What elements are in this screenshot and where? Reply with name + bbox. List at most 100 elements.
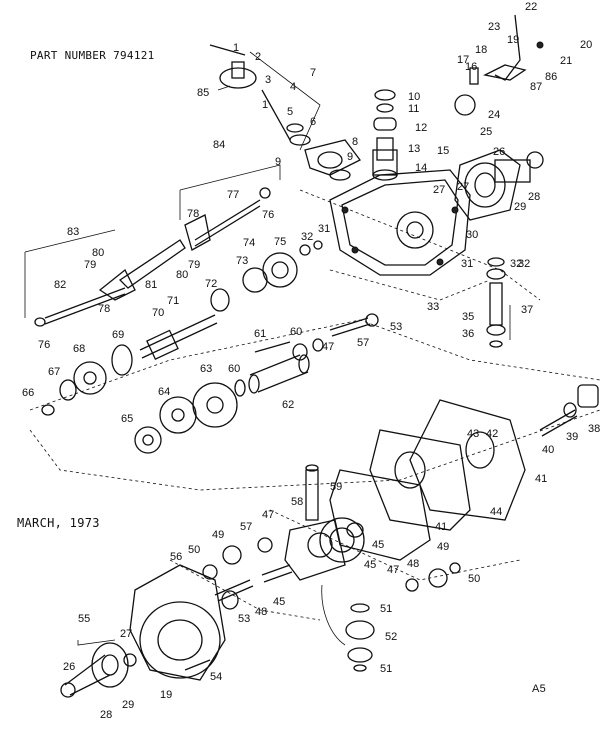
callout-47: 47 xyxy=(262,509,274,521)
callout-20: 20 xyxy=(580,39,592,51)
callout-67: 67 xyxy=(48,366,60,378)
callout-75: 75 xyxy=(274,236,286,248)
callout-77: 77 xyxy=(227,189,239,201)
callout-42: 42 xyxy=(486,428,498,440)
callout-79a: 79 xyxy=(188,259,200,271)
callout-60b: 60 xyxy=(228,363,240,375)
callout-64: 64 xyxy=(158,386,170,398)
callout-59: 59 xyxy=(330,481,342,493)
callout-15: 15 xyxy=(437,145,449,157)
callout-9: 9 xyxy=(347,151,353,163)
callout-5: 5 xyxy=(287,106,293,118)
callout-9b: 9 xyxy=(275,156,281,168)
callout-35: 35 xyxy=(462,311,474,323)
callout-80b: 80 xyxy=(92,247,104,259)
callout-31b: 31 xyxy=(318,223,330,235)
callout-14: 14 xyxy=(415,162,427,174)
group-brackets xyxy=(24,51,511,646)
spur-gear-set xyxy=(41,361,238,454)
callout-29: 29 xyxy=(514,201,526,213)
countershaft-62 xyxy=(234,338,324,397)
callout-30: 30 xyxy=(466,229,478,241)
lower-gear-case xyxy=(284,464,365,581)
callout-21: 21 xyxy=(560,55,572,67)
callout-13: 13 xyxy=(408,143,420,155)
callout-45: 45 xyxy=(372,539,384,551)
callout-48b: 48 xyxy=(255,606,267,618)
bevel-gear-cluster xyxy=(210,240,323,312)
callout-47c: 47 xyxy=(322,341,334,353)
callout-26b: 26 xyxy=(63,661,75,673)
wheel-hub-55 xyxy=(60,642,211,698)
callout-74: 74 xyxy=(243,237,255,249)
callout-65: 65 xyxy=(121,413,133,425)
callout-26: 26 xyxy=(493,146,505,158)
gaskets xyxy=(329,399,526,561)
part-callouts: 1 2 3 4 5 6 7 8 9 10 11 12 13 14 15 16 1… xyxy=(22,1,600,721)
callout-68: 68 xyxy=(73,343,85,355)
callout-38: 38 xyxy=(588,423,600,435)
callout-57: 57 xyxy=(240,521,252,533)
callout-6: 6 xyxy=(310,116,316,128)
part-number-title: PART NUMBER 794121 xyxy=(30,49,155,62)
callout-41b: 41 xyxy=(435,521,447,533)
callout-29b: 29 xyxy=(122,699,134,711)
callout-16: 16 xyxy=(465,61,477,73)
callout-61: 61 xyxy=(254,328,266,340)
callout-33: 33 xyxy=(427,301,439,313)
lower-small-gears xyxy=(222,537,461,672)
callout-87: 87 xyxy=(530,81,542,93)
callout-69: 69 xyxy=(112,329,124,341)
callout-17: 17 xyxy=(457,54,469,66)
callout-1b: 1 xyxy=(262,99,268,111)
callout-71: 71 xyxy=(167,295,179,307)
callout-27b: 27 xyxy=(120,628,132,640)
callout-78b: 78 xyxy=(98,303,110,315)
callout-8: 8 xyxy=(352,136,358,148)
callout-50: 50 xyxy=(188,544,200,556)
page-code: A5 xyxy=(532,683,547,695)
callout-63: 63 xyxy=(200,363,212,375)
shaft-37 xyxy=(486,257,506,348)
callout-43: 43 xyxy=(467,428,479,440)
callout-56: 56 xyxy=(170,551,182,563)
callout-28: 28 xyxy=(528,191,540,203)
callout-2: 2 xyxy=(255,51,261,63)
bearing-cover-plate xyxy=(454,149,544,221)
callout-19: 19 xyxy=(507,34,519,46)
callout-54: 54 xyxy=(210,671,222,683)
callout-49b: 49 xyxy=(437,541,449,553)
callout-81: 81 xyxy=(145,279,157,291)
callout-53: 53 xyxy=(390,321,402,333)
callout-66: 66 xyxy=(22,387,34,399)
callout-62: 62 xyxy=(282,399,294,411)
output-shaft-40 xyxy=(539,384,599,437)
callout-25: 25 xyxy=(480,126,492,138)
callout-76a: 76 xyxy=(262,209,274,221)
callout-45b: 45 xyxy=(273,596,285,608)
callout-86: 86 xyxy=(545,71,557,83)
callout-57b: 57 xyxy=(357,337,369,349)
brake-lever-parts xyxy=(454,14,544,116)
gear-case-housing xyxy=(329,149,471,276)
lower-housing-56 xyxy=(129,564,293,681)
shift-lever-assembly xyxy=(209,44,361,181)
callout-4: 4 xyxy=(290,81,296,93)
callout-49: 49 xyxy=(212,529,224,541)
callout-84: 84 xyxy=(213,139,225,151)
callout-58: 58 xyxy=(291,496,303,508)
shift-rail-77 xyxy=(118,187,271,289)
callout-46: 45 xyxy=(364,559,376,571)
callout-11: 11 xyxy=(408,103,419,115)
callout-7: 7 xyxy=(310,67,316,79)
callout-47b: 47 xyxy=(387,564,399,576)
callout-24: 24 xyxy=(488,109,500,121)
callout-82: 82 xyxy=(54,279,66,291)
callout-50b: 50 xyxy=(468,573,480,585)
callout-73: 73 xyxy=(236,255,248,267)
callout-44: 44 xyxy=(490,506,502,518)
callout-31: 31 xyxy=(461,258,473,270)
callout-18: 18 xyxy=(475,44,487,56)
callout-27: 27 xyxy=(433,184,445,196)
